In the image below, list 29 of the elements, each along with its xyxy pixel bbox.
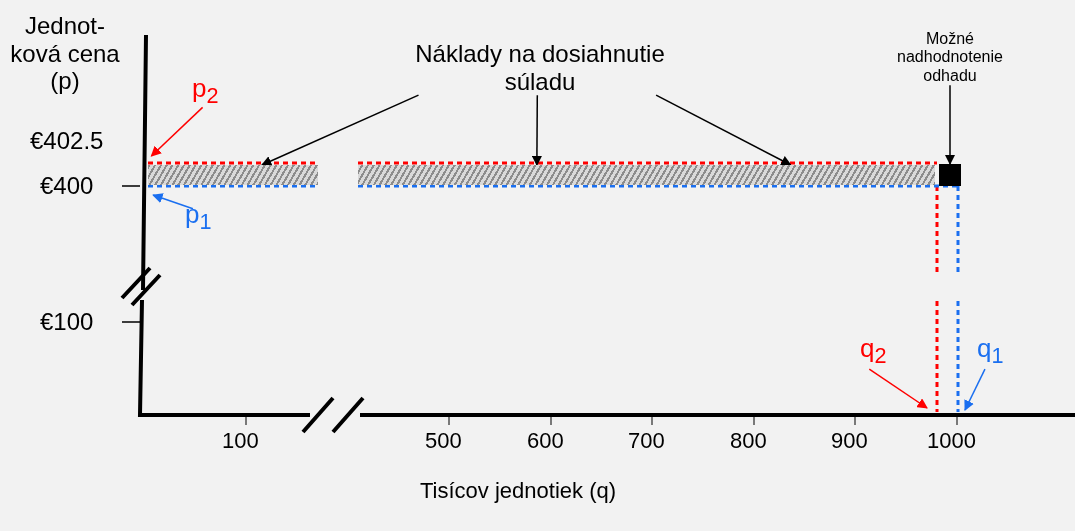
tick-label: €400 xyxy=(40,172,94,200)
tick-label: 900 xyxy=(831,428,868,454)
arrow xyxy=(944,84,956,166)
arrow xyxy=(152,193,194,210)
arrow xyxy=(150,106,204,157)
axis-title: Tisícov jednotiek (q) xyxy=(420,478,617,504)
callout-text: Náklady na dosiahnutie súladu xyxy=(405,40,675,96)
arrow xyxy=(260,94,420,166)
price-symbol: p$_{1}$ xyxy=(185,200,212,236)
arrow xyxy=(531,94,543,167)
quantity-symbol: q$_{2}$ xyxy=(860,334,887,370)
leader-arrow xyxy=(964,368,986,411)
axis-title: Jednot- ková cena (p) xyxy=(9,12,121,95)
hatched-cost-bar xyxy=(358,165,935,185)
quantity-symbol: q$_{1}$ xyxy=(977,334,1004,370)
tick-label: 500 xyxy=(425,428,462,454)
overestimate-marker xyxy=(939,164,961,186)
tick-label: €402.5 xyxy=(30,127,104,155)
tick-label: €100 xyxy=(40,308,94,336)
tick-label: 800 xyxy=(730,428,767,454)
callout-text: Možné nadhodnotenie odhadu xyxy=(890,30,1010,86)
leader-arrow xyxy=(868,368,928,409)
tick-label: 1000 xyxy=(927,428,976,454)
tick-label: 100 xyxy=(222,428,259,454)
tick-label: 600 xyxy=(527,428,564,454)
tick-label: 700 xyxy=(628,428,665,454)
hatched-cost-bar xyxy=(148,165,318,185)
arrow xyxy=(655,94,792,166)
price-symbol: p$_{2}$ xyxy=(192,74,219,110)
